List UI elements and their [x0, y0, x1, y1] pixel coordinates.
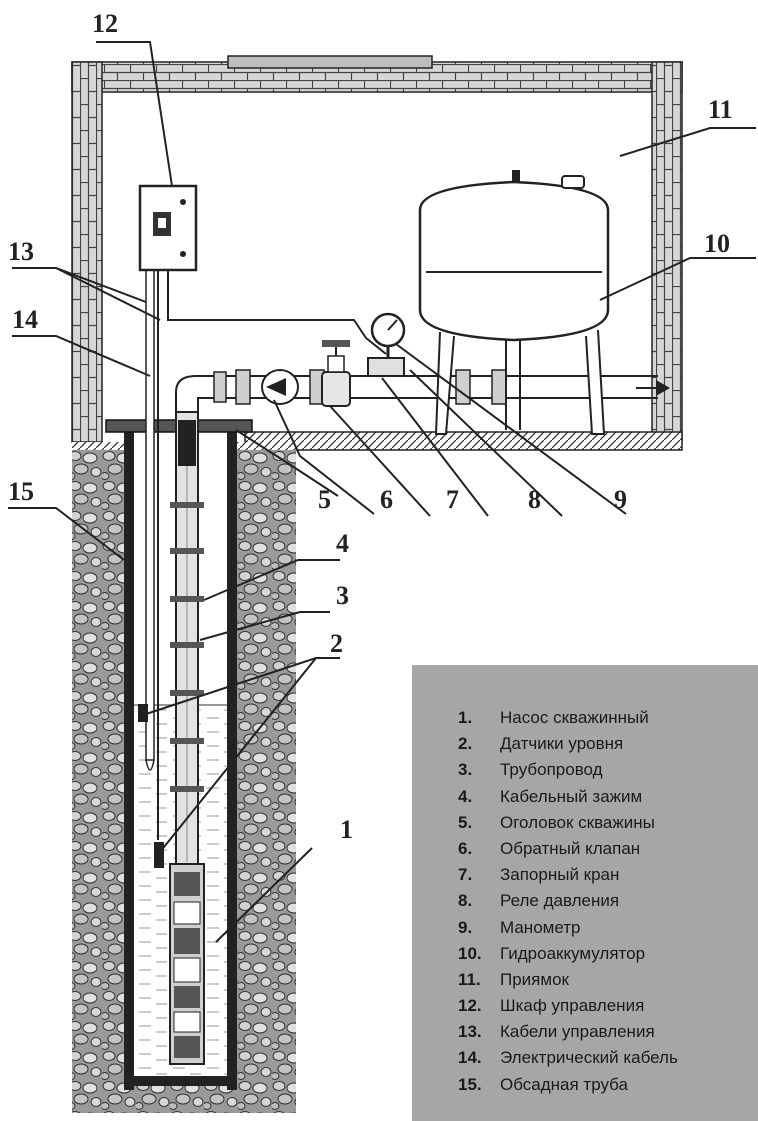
- cable-clamps: [170, 502, 204, 792]
- control-cables: [167, 270, 387, 355]
- legend-num: 10.: [458, 943, 482, 963]
- callout-2: 2: [330, 629, 343, 658]
- legend-item: 2. Датчики уровня: [458, 731, 678, 757]
- pit-hatch-cover: [227, 55, 433, 69]
- legend-num: 4.: [458, 786, 473, 806]
- legend-label: Обратный клапан: [500, 838, 641, 858]
- control-cabinet: [138, 184, 198, 272]
- legend-item: 8. Реле давления: [458, 888, 678, 914]
- pit: [71, 55, 683, 451]
- legend-item: 7. Запорный кран: [458, 862, 678, 888]
- legend-label: Запорный кран: [500, 865, 620, 885]
- legend-num: 12.: [458, 996, 482, 1016]
- pit-floor: [244, 431, 683, 451]
- legend-label: Реле давления: [500, 891, 620, 911]
- level-sensor-lower: [154, 842, 164, 868]
- legend-label: Насос скважинный: [500, 708, 649, 727]
- callout-13: 13: [8, 237, 34, 266]
- submersible-pump: [169, 863, 205, 1065]
- shutoff-valve: [321, 340, 351, 407]
- callout-15: 15: [8, 477, 34, 506]
- outlet-arrow-icon: [656, 380, 670, 396]
- manometer: [370, 312, 406, 358]
- legend-item: 9. Манометр: [458, 915, 678, 941]
- callout-4: 4: [336, 529, 349, 558]
- legend-item: 1. Насос скважинный: [458, 705, 678, 731]
- callout-1: 1: [340, 815, 353, 844]
- callout-8: 8: [528, 485, 541, 514]
- legend-item: 14. Электрический кабель: [458, 1045, 678, 1071]
- callout-9: 9: [614, 485, 627, 514]
- legend-label: Кабели управления: [500, 1022, 655, 1042]
- legend-label: Оголовок скважины: [500, 812, 655, 832]
- legend-label: Гидроаккумулятор: [500, 943, 646, 963]
- callout-10: 10: [704, 229, 730, 258]
- pressure-switch: [367, 357, 405, 377]
- legend-label: Датчики уровня: [500, 734, 624, 754]
- legend-item: 12. Шкаф управления: [458, 993, 678, 1019]
- leader-lines: [8, 41, 756, 943]
- legend-label: Манометр: [500, 917, 581, 937]
- ground: [72, 442, 296, 1113]
- legend-num: 8.: [458, 891, 473, 911]
- check-valve: [261, 369, 299, 405]
- legend-num: 15.: [458, 1074, 482, 1094]
- legend-num: 7.: [458, 865, 473, 885]
- legend-item: 10. Гидроаккумулятор: [458, 941, 678, 967]
- legend-num: 11.: [458, 969, 481, 989]
- legend-label: Обсадная труба: [500, 1074, 628, 1094]
- legend-num: 14.: [458, 1048, 482, 1068]
- legend-num: 13.: [458, 1022, 482, 1042]
- legend-num: 3.: [458, 760, 473, 780]
- legend-num: 9.: [458, 917, 473, 937]
- callout-3: 3: [336, 581, 349, 610]
- legend-list: 1. Насос скважинный 2. Датчики уровня 3. Тр…: [458, 705, 678, 1098]
- callout-5: 5: [318, 485, 331, 514]
- legend-num: 6.: [458, 838, 473, 858]
- legend-panel: 1. Насос скважинный 2. Датчики уровня 3. Тр…: [412, 665, 758, 1121]
- legend-num: 1.: [458, 708, 473, 727]
- legend-label: Электрический кабель: [500, 1048, 678, 1068]
- legend-label: Кабельный зажим: [500, 786, 643, 806]
- callout-6: 6: [380, 485, 393, 514]
- legend-item: 15. Обсадная труба: [458, 1072, 678, 1098]
- legend-num: 5.: [458, 812, 473, 832]
- legend-item: 3. Трубопровод: [458, 757, 678, 783]
- callout-11: 11: [708, 95, 733, 124]
- legend-item: 11. Приямок: [458, 967, 678, 993]
- callout-12: 12: [92, 9, 118, 38]
- legend-item: 6. Обратный клапан: [458, 836, 678, 862]
- callout-14: 14: [12, 305, 38, 334]
- discharge-pipe: [175, 411, 199, 865]
- legend-label: Трубопровод: [500, 760, 603, 780]
- legend-item: 13. Кабели управления: [458, 1019, 678, 1045]
- legend-item: 4. Кабельный зажим: [458, 784, 678, 810]
- callout-7: 7: [446, 485, 459, 514]
- hydraulic-accumulator: [418, 170, 610, 435]
- legend-num: 2.: [458, 734, 473, 754]
- level-sensor-upper: [138, 704, 148, 722]
- legend-label: Шкаф управления: [500, 996, 645, 1016]
- legend-label: Приямок: [500, 969, 569, 989]
- legend-item: 5. Оголовок скважины: [458, 810, 678, 836]
